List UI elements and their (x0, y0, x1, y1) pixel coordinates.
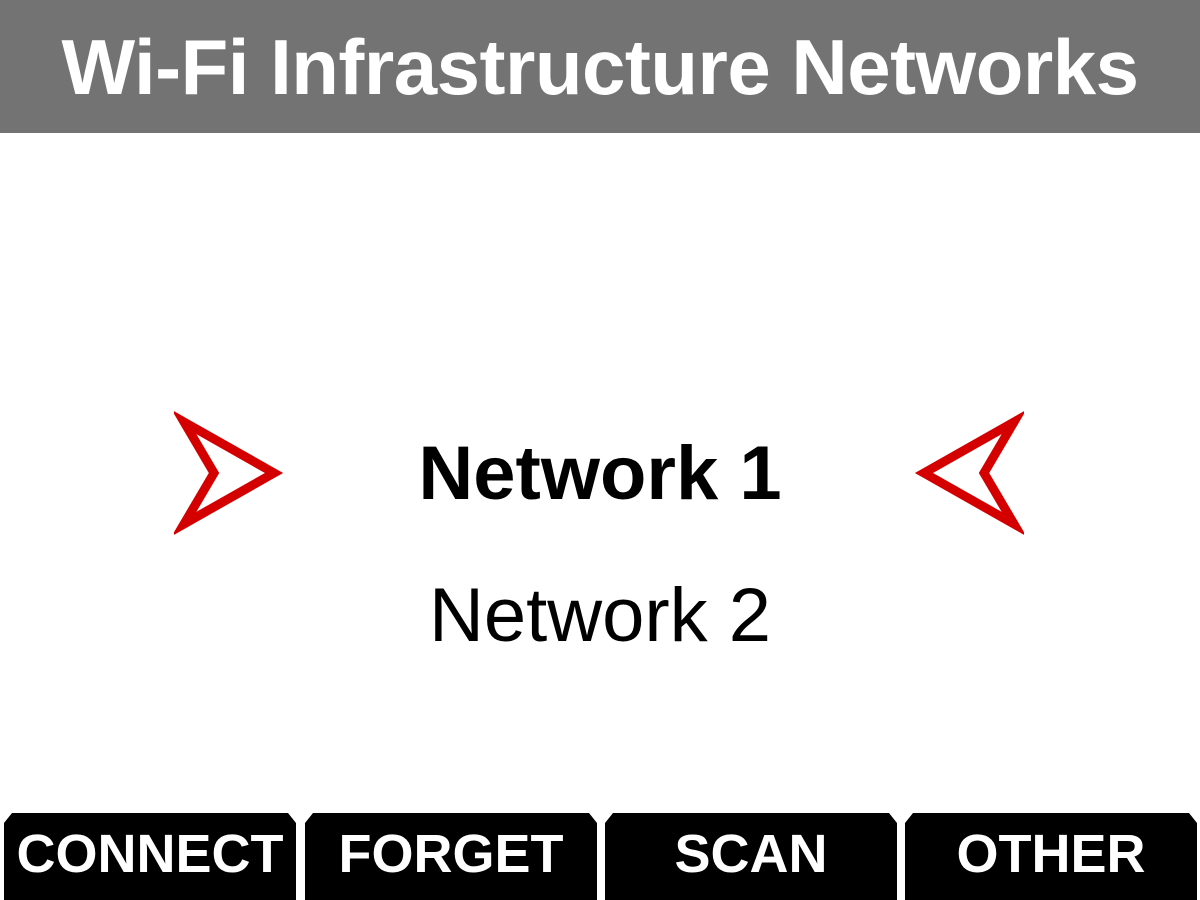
other-button[interactable]: OTHER (905, 813, 1197, 900)
pointer-right-icon (174, 411, 284, 535)
network-item[interactable]: Network 2 (428, 573, 772, 658)
pointer-left-icon (914, 411, 1024, 535)
scan-button[interactable]: SCAN (605, 813, 897, 900)
connect-button[interactable]: CONNECT (4, 813, 296, 900)
header-bar: Wi-Fi Infrastructure Networks (0, 0, 1200, 133)
forget-button[interactable]: FORGET (305, 813, 597, 900)
page-title: Wi-Fi Infrastructure Networks (61, 23, 1139, 111)
network-item-selected[interactable]: Network 1 (418, 431, 782, 516)
